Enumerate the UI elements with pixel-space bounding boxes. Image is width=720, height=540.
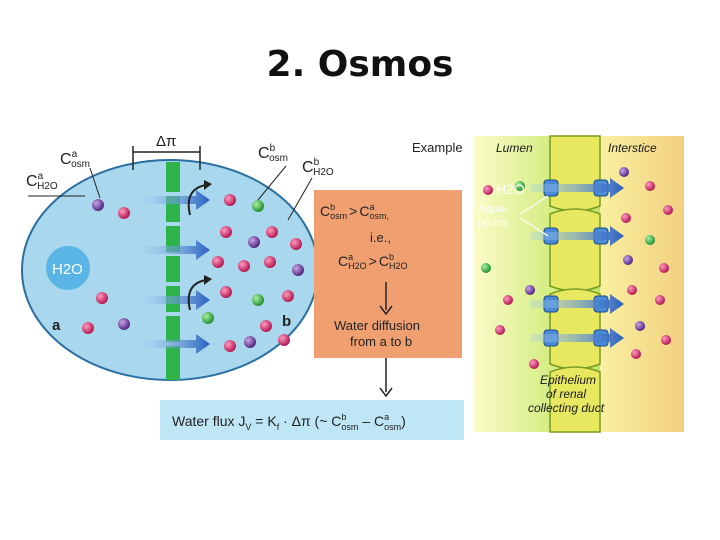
h2o-label: H2O (496, 181, 525, 197)
side-a-label: a (52, 317, 61, 334)
side-b-label: b (282, 313, 291, 330)
h2o-bubble-label: H2O (52, 261, 83, 278)
aquaporins-label-2: porins (478, 217, 508, 229)
example-label: Example (412, 140, 463, 155)
lumen-label: Lumen (496, 141, 533, 155)
aquaporins-label-1: Aqua- (478, 203, 508, 215)
caption-line-1: Epithelium (540, 373, 596, 387)
result-line-2: from a to b (350, 334, 412, 349)
delta-pi-label: Δπ (156, 133, 176, 150)
condition-line-2: i.e., (370, 230, 391, 245)
interstice-label: Interstice (608, 141, 657, 155)
caption-line-3: collecting duct (528, 401, 605, 415)
result-line-1: Water diffusion (334, 318, 420, 333)
caption-line-2: of renal (546, 387, 586, 401)
